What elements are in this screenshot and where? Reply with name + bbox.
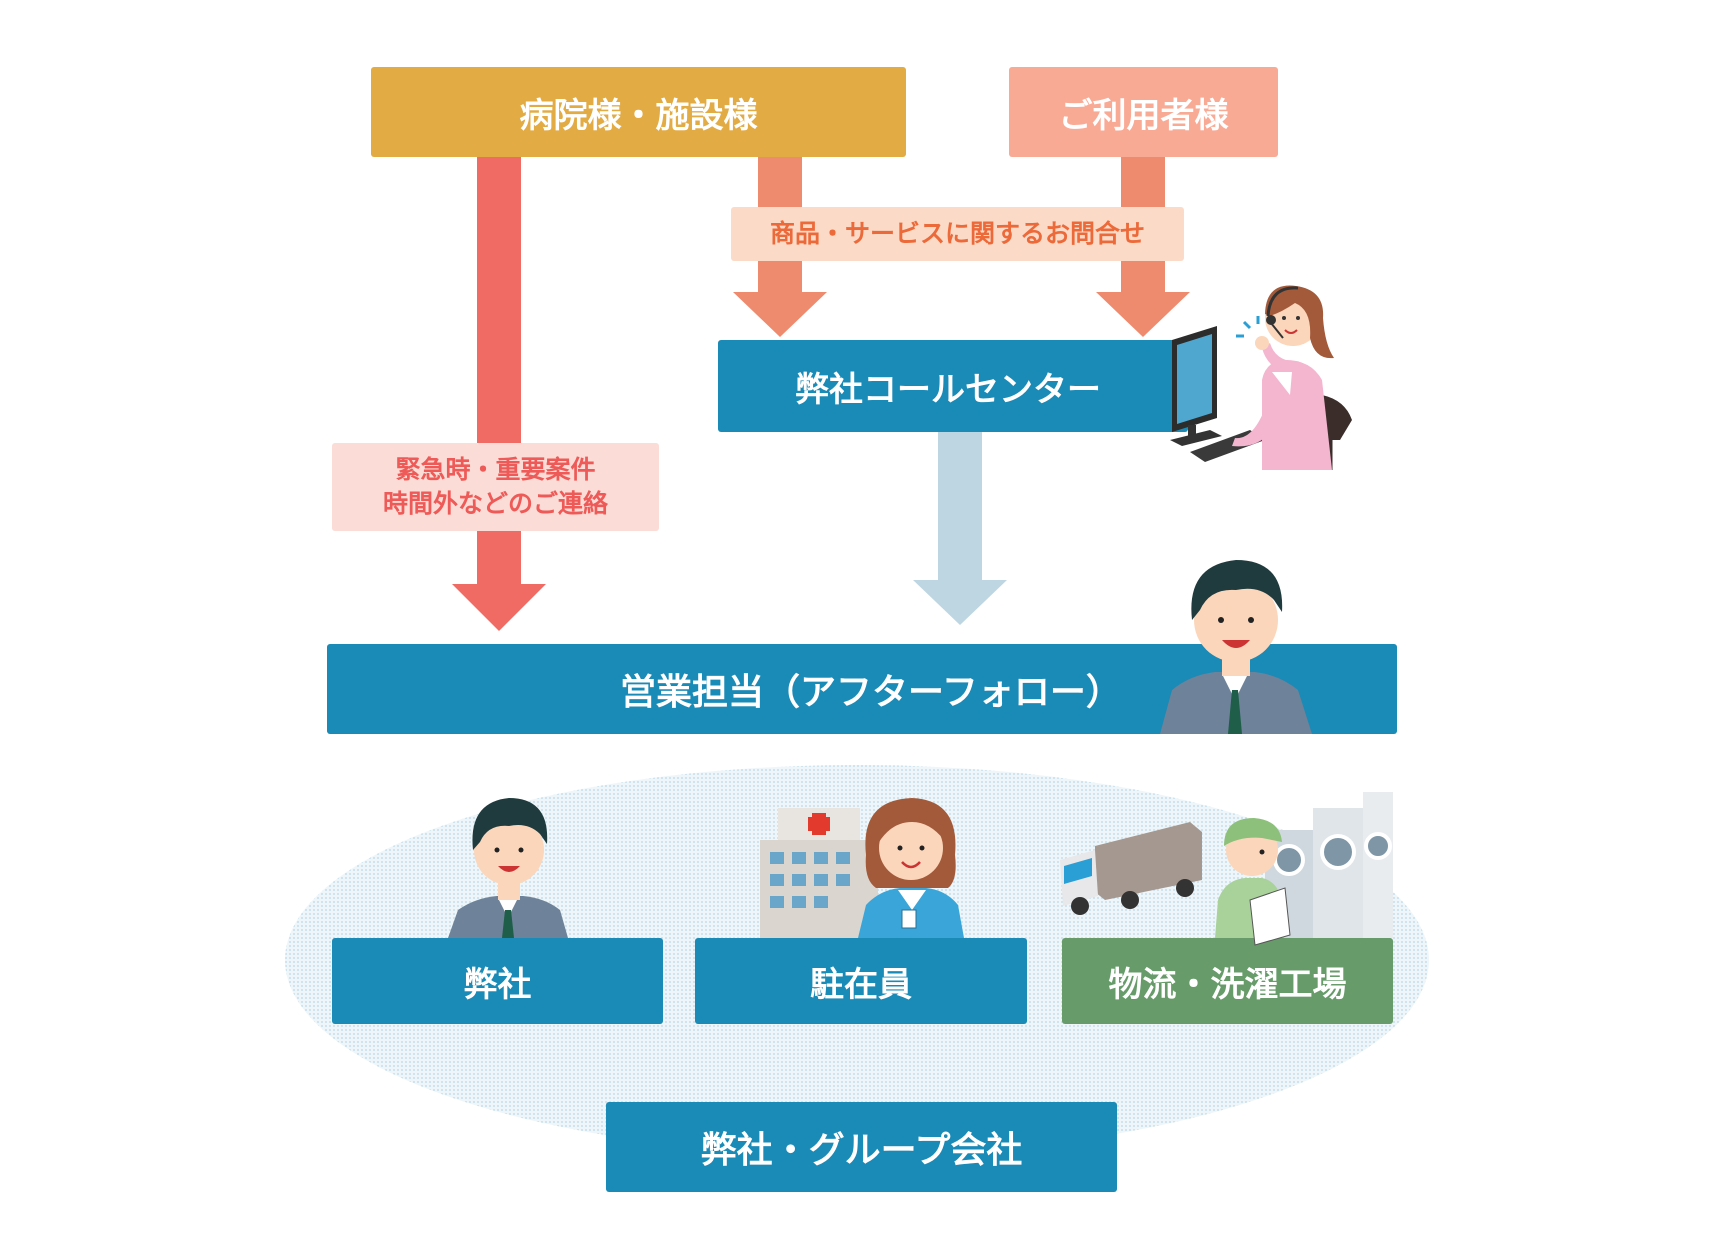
user-label: ご利用者様 xyxy=(1058,95,1229,136)
salesman-head xyxy=(1194,578,1278,662)
monitor-icon xyxy=(1170,326,1222,446)
hospital-box: 病院様・施設様 xyxy=(371,67,906,157)
resident-box: 駐在員 xyxy=(695,938,1027,1024)
user-inquiry-arrow-head xyxy=(1096,292,1190,337)
user-box: ご利用者様 xyxy=(1009,67,1278,157)
inquiry-label-box: 商品・サービスに関するお問合せ xyxy=(731,207,1184,261)
factory-worker-illustration xyxy=(1215,818,1291,946)
emergency-label-box: 緊急時・重要案件 時間外などのご連絡 xyxy=(332,443,659,531)
hospital-label: 病院様・施設様 xyxy=(519,95,758,136)
hospital-inquiry-arrow-head xyxy=(733,292,827,337)
resident-label: 駐在員 xyxy=(810,964,912,1005)
operator-body xyxy=(1262,359,1332,470)
callcenter-arrow-shaft xyxy=(938,430,982,582)
company-person-illustration xyxy=(448,798,568,938)
call-center-box: 弊社コールセンター xyxy=(718,340,1188,432)
hospital-building-icon xyxy=(760,808,878,938)
call-center-label: 弊社コールセンター xyxy=(795,369,1101,410)
company-label: 弊社 xyxy=(463,964,532,1005)
logistics-label: 物流・洗濯工場 xyxy=(1108,964,1347,1005)
emergency-label-line1: 緊急時・重要案件 xyxy=(395,455,596,485)
inquiry-label: 商品・サービスに関するお問合せ xyxy=(769,219,1145,249)
group-box: 弊社・グループ会社 xyxy=(606,1102,1117,1192)
group-label: 弊社・グループ会社 xyxy=(700,1130,1023,1171)
resident-person-illustration xyxy=(858,798,964,938)
callcenter-arrow-head xyxy=(913,580,1007,625)
company-box: 弊社 xyxy=(332,938,663,1024)
sales-label: 営業担当（アフターフォロー） xyxy=(620,672,1122,713)
sparkle-icon xyxy=(1236,316,1260,338)
emergency-label-line2: 時間外などのご連絡 xyxy=(382,489,608,518)
truck-icon xyxy=(1060,822,1202,915)
logistics-box: 物流・洗濯工場 xyxy=(1062,938,1393,1024)
emergency-arrow-head xyxy=(452,584,546,631)
